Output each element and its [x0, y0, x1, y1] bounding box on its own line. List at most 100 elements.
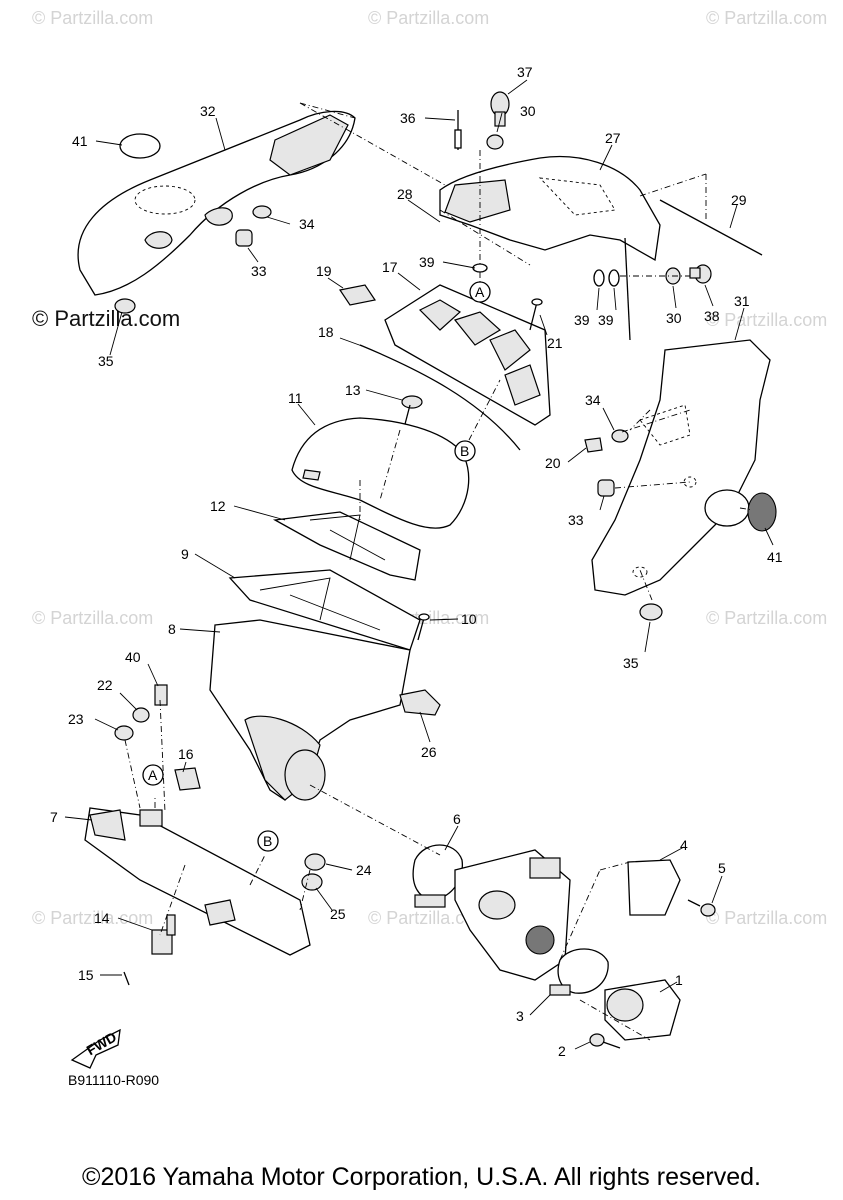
svg-text:A: A [475, 284, 485, 300]
watermark: © Partzilla.com [706, 608, 827, 628]
callout-25: 25 [330, 906, 346, 922]
bolt-13 [401, 395, 423, 429]
callout-26: 26 [421, 744, 437, 760]
bolt-36 [454, 110, 462, 150]
throttle-body-part [454, 849, 571, 981]
callout-17: 17 [382, 259, 398, 275]
emblem-41-left [119, 133, 161, 159]
grommet-34-right [611, 429, 629, 443]
callout-39: 39 [598, 312, 614, 328]
grommet-35-right [639, 603, 663, 621]
callout-40: 40 [125, 649, 141, 665]
callout-21: 21 [547, 335, 563, 351]
screw-10 [417, 613, 430, 641]
callout-19: 19 [316, 263, 332, 279]
right-side-cover-part [591, 339, 771, 596]
watermark: © Partzilla.com [706, 8, 827, 28]
copyright-notice: ©2016 Yamaha Motor Corporation, U.S.A. A… [82, 1163, 761, 1191]
callout-30: 30 [520, 103, 536, 119]
callout-14: 14 [94, 910, 110, 926]
callout-8: 8 [168, 621, 176, 637]
washer-39-right-a [593, 269, 605, 287]
watermark: © Partzilla.com [32, 8, 153, 28]
svg-text:A: A [148, 767, 158, 783]
marker-b-top: B [454, 440, 476, 462]
callout-6: 6 [453, 811, 461, 827]
callout-3: 3 [516, 1008, 524, 1024]
sensor-14 [151, 914, 176, 955]
grommet-30-top [486, 134, 504, 150]
clamp-3 [549, 948, 609, 996]
callout-13: 13 [345, 382, 361, 398]
left-side-cover-part [77, 110, 356, 296]
callout-9: 9 [181, 546, 189, 562]
callout-35: 35 [623, 655, 639, 671]
callout-32: 32 [200, 103, 216, 119]
marker-a-top: A [469, 281, 491, 303]
marker-b-bottom: B [257, 830, 279, 852]
grommet-23 [114, 725, 134, 741]
callout-numbers: 1 2 3 4 5 6 7 8 9 10 11 12 13 14 15 16 1… [50, 64, 783, 1059]
grommet-33-left [235, 229, 253, 247]
callout-4: 4 [680, 837, 688, 853]
callout-36: 36 [400, 110, 416, 126]
watermark: © Partzilla.com [706, 310, 827, 330]
callout-7: 7 [50, 809, 58, 825]
grille-part [384, 284, 551, 426]
grommet-33-right [597, 479, 615, 497]
callout-11: 11 [288, 390, 303, 406]
leader-lines [64, 79, 774, 1050]
callout-12: 12 [210, 498, 226, 514]
filter-guide-12 [272, 511, 421, 581]
grommet-35-left [114, 298, 136, 314]
callout-30: 30 [666, 310, 682, 326]
callout-33: 33 [568, 512, 584, 528]
hose-18 [359, 344, 521, 451]
air-filter-element-part [291, 417, 470, 529]
grommet-25 [301, 873, 323, 891]
svg-text:B: B [263, 833, 272, 849]
callout-38: 38 [704, 308, 720, 324]
callout-28: 28 [397, 186, 413, 202]
callout-41: 41 [767, 549, 783, 565]
joint-1 [604, 979, 681, 1041]
callout-41: 41 [72, 133, 88, 149]
bolt-24 [304, 853, 326, 871]
callout-27: 27 [605, 130, 621, 146]
top-cover-part [439, 155, 661, 341]
watermark: © Partzilla.com [32, 306, 180, 331]
callout-37: 37 [517, 64, 533, 80]
callout-39: 39 [419, 254, 435, 270]
callout-23: 23 [68, 711, 84, 727]
washer-39-top [472, 263, 488, 273]
callout-2: 2 [558, 1043, 566, 1059]
callout-16: 16 [178, 746, 194, 762]
bolt-20 [584, 437, 603, 453]
callout-34: 34 [585, 392, 601, 408]
clip-16 [174, 767, 201, 791]
screw-15 [123, 971, 130, 986]
washer-39-right-b [608, 269, 620, 287]
callout-34: 34 [299, 216, 315, 232]
bolt-38 [689, 264, 712, 284]
callout-29: 29 [731, 192, 747, 208]
joint-26 [399, 689, 441, 716]
bolt-40 [154, 684, 168, 706]
air-filter-case-part [209, 619, 411, 801]
collar-22 [132, 707, 150, 723]
watermark: © Partzilla.com [368, 8, 489, 28]
callout-35: 35 [98, 353, 114, 369]
filter-frame-9 [228, 569, 421, 651]
callout-15: 15 [78, 967, 94, 983]
callout-10: 10 [461, 611, 477, 627]
callout-33: 33 [251, 263, 267, 279]
bolt-5 [687, 899, 716, 917]
callout-1: 1 [675, 972, 683, 988]
callout-18: 18 [318, 324, 334, 340]
screw-21 [529, 298, 543, 331]
callout-5: 5 [718, 860, 726, 876]
callout-39: 39 [574, 312, 590, 328]
clip-19 [339, 284, 376, 306]
emblem-41-right [747, 492, 777, 532]
